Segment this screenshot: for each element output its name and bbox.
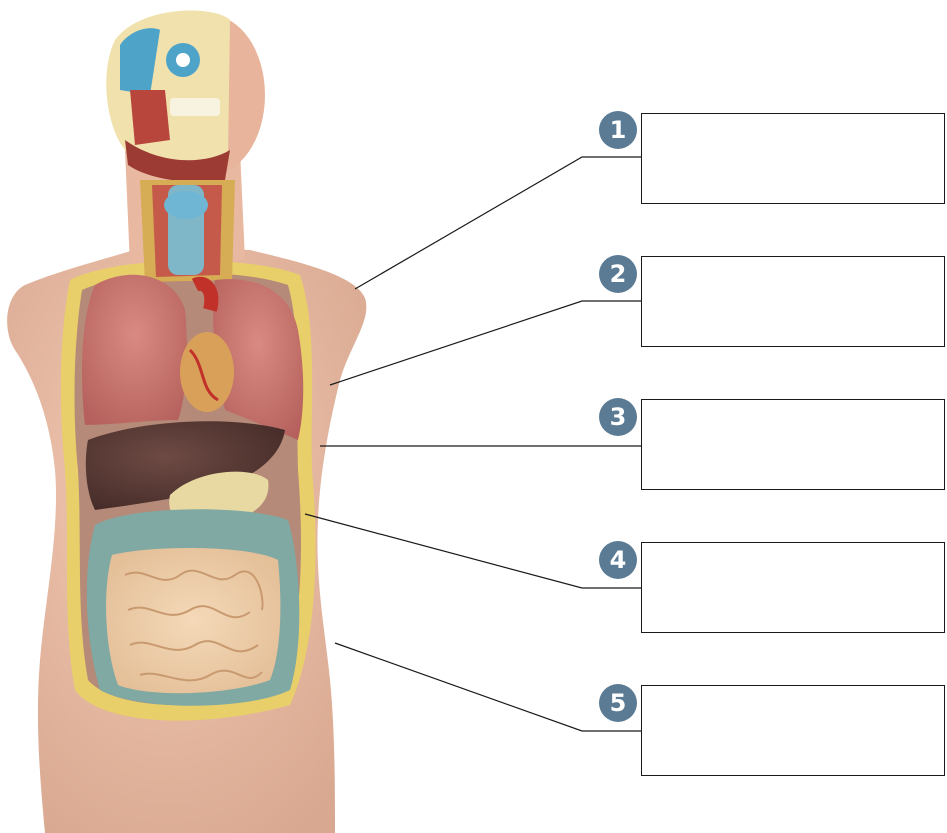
small-intestine (106, 548, 280, 693)
marker-5: 5 (599, 684, 637, 722)
marker-4: 4 (599, 541, 637, 579)
label-box-1[interactable] (641, 113, 945, 204)
leader-line-4 (305, 514, 642, 588)
label-box-3[interactable] (641, 399, 945, 490)
marker-2: 2 (599, 255, 637, 293)
throat-structures (140, 180, 235, 282)
leader-line-2 (330, 301, 642, 385)
label-box-2[interactable] (641, 256, 945, 347)
label-box-5[interactable] (641, 685, 945, 776)
head-model (106, 10, 265, 181)
marker-3: 3 (599, 398, 637, 436)
leader-line-5 (335, 643, 642, 731)
leader-lines (305, 157, 642, 731)
marker-1: 1 (599, 111, 637, 149)
label-box-4[interactable] (641, 542, 945, 633)
